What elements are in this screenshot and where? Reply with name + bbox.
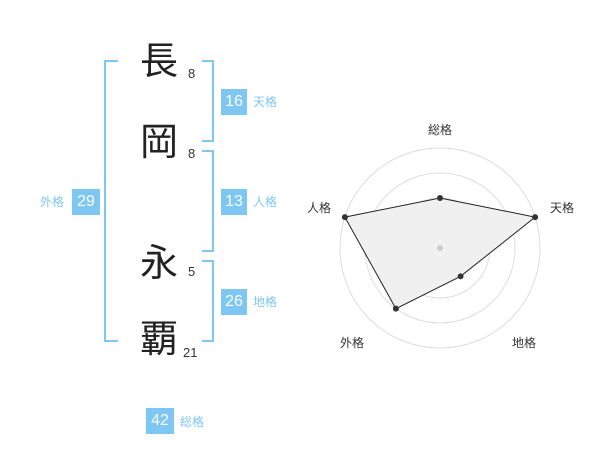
stroke-count-1: 8 [188,66,196,81]
jinkaku-bracket [202,150,214,252]
radar-label-jinkaku: 人格 [307,201,332,215]
stroke-count-3: 5 [188,264,196,279]
radar-area [344,197,537,310]
soukaku-value: 42 [146,408,174,434]
gaikaku-bracket [104,60,118,342]
radar-center-dot [437,245,443,251]
stroke-count-4: 21 [183,345,198,360]
tenkaku-value: 16 [221,89,247,115]
radar-label-gaikaku: 外格 [340,336,365,350]
soukaku-label: 総格 [180,415,205,429]
gaikaku-value: 29 [72,189,100,215]
chikaku-value: 26 [221,289,247,315]
chikaku-label: 地格 [253,295,278,309]
jinkaku-value: 13 [221,189,247,215]
radar-label-tenkaku: 天格 [550,201,575,215]
name-char-4: 覇 [139,317,178,361]
name-char-1: 長 [139,39,178,83]
name-char-2: 岡 [139,120,178,164]
radar-label-chikaku: 地格 [512,336,537,350]
radar-point-0 [437,195,443,201]
tenkaku-label: 天格 [253,95,278,109]
gaikaku-label: 外格 [40,195,65,209]
tenkaku-bracket [202,60,214,142]
stroke-count-2: 8 [188,146,196,161]
jinkaku-label: 人格 [253,195,278,209]
radar-point-3 [392,305,399,312]
chikaku-bracket [202,260,214,342]
name-char-3: 永 [139,241,178,285]
radar-point-4 [341,214,348,221]
radar-label-soukaku: 総格 [428,123,453,137]
radar-point-1 [532,214,539,221]
radar-ring [339,147,541,349]
radar-point-2 [457,273,464,280]
